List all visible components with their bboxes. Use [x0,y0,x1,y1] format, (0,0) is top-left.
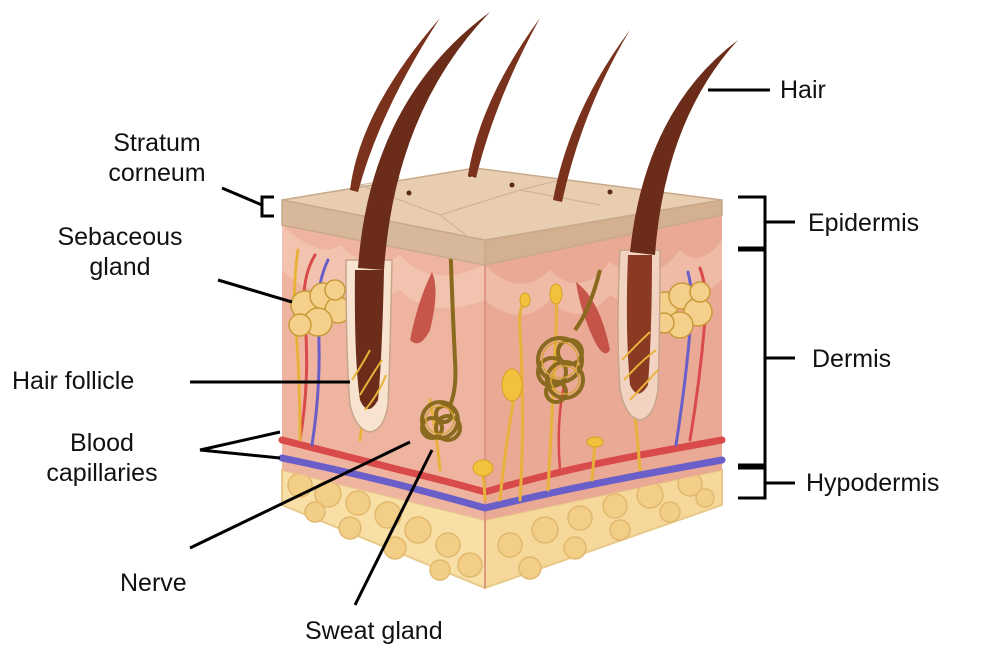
label-sebaceous-gland-line1: Sebaceous [30,222,210,252]
label-stratum-corneum-line2: corneum [72,158,242,188]
label-blood-capillaries: Blood capillaries [22,428,182,488]
label-hypodermis: Hypodermis [806,468,939,498]
label-blood-capillaries-line2: capillaries [22,458,182,488]
label-hair-follicle: Hair follicle [12,366,134,396]
label-epidermis: Epidermis [808,208,919,238]
label-sebaceous-gland: Sebaceous gland [30,222,210,282]
label-dermis: Dermis [812,344,891,374]
label-stratum-corneum-line1: Stratum [72,128,242,158]
label-sebaceous-gland-line2: gland [30,252,210,282]
label-blood-capillaries-line1: Blood [22,428,182,458]
label-sweat-gland: Sweat gland [305,616,443,646]
label-hair: Hair [780,75,826,105]
label-nerve: Nerve [120,568,187,598]
label-stratum-corneum: Stratum corneum [72,128,242,188]
